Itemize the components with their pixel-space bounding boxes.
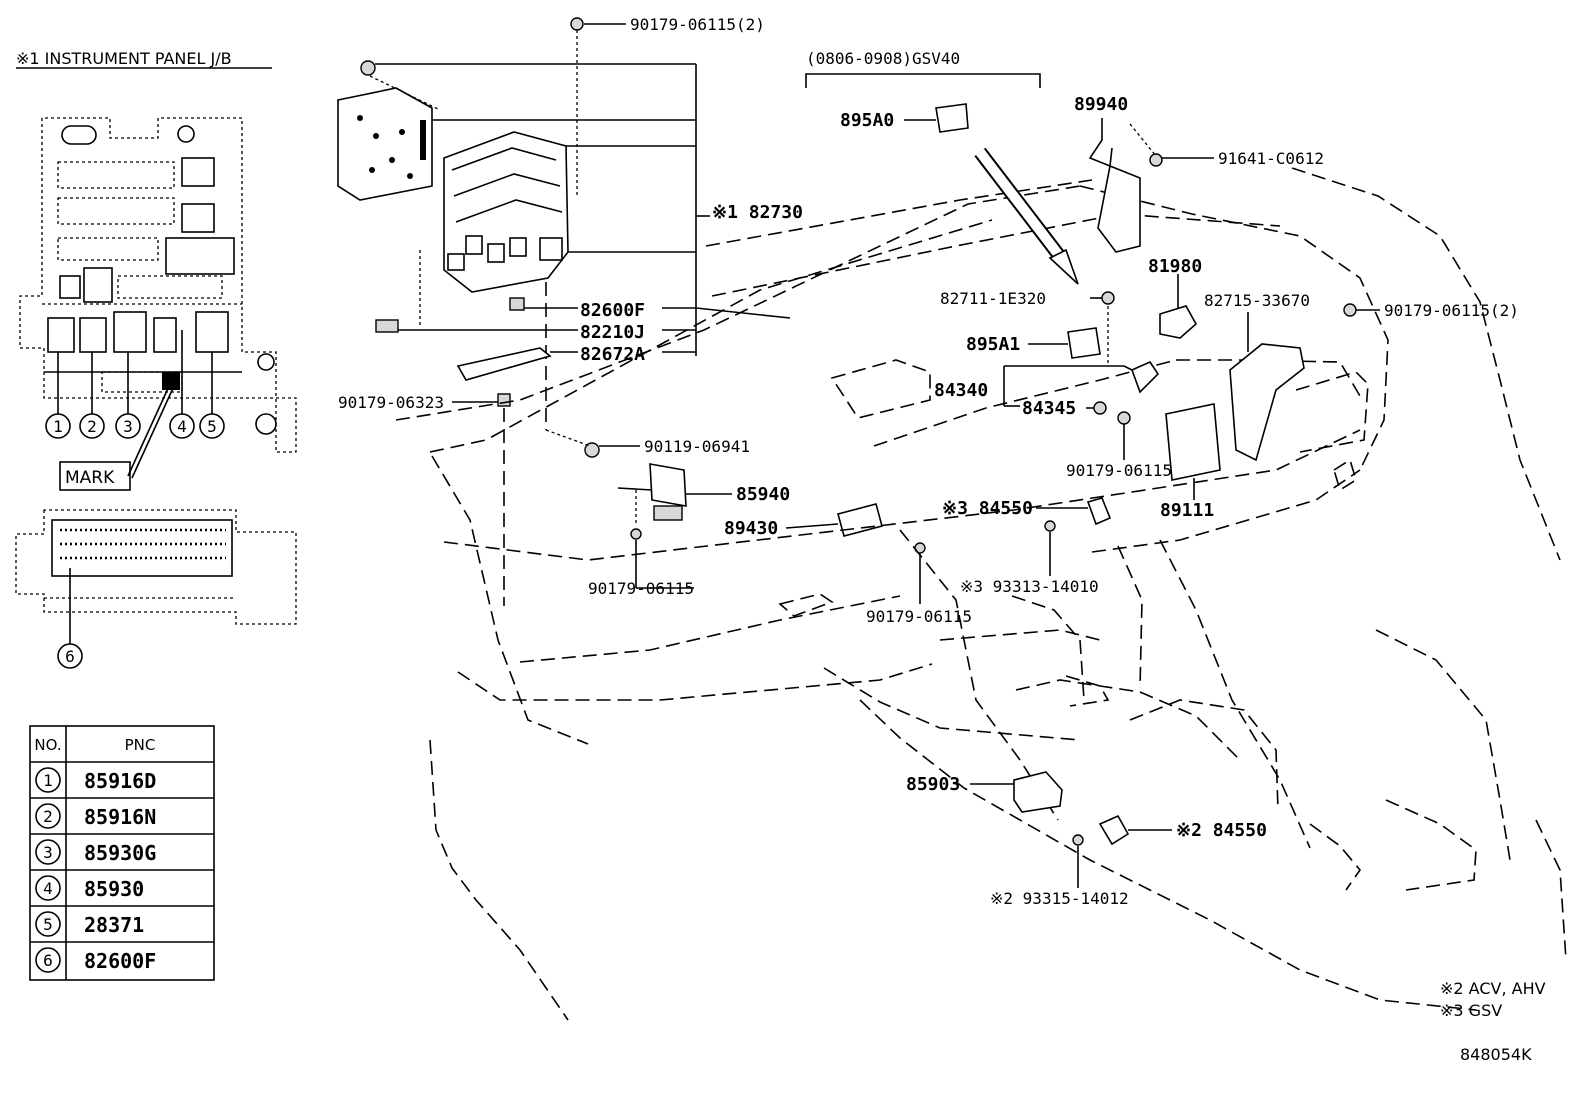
jb-exploded-view [337, 17, 926, 606]
part-label: 90179-06115(2) [630, 15, 765, 34]
part-label: ※3 84550 [942, 498, 1033, 519]
table-row-pnc: 28371 [84, 913, 144, 937]
junction-block-detail: ※1 INSTRUMENT PANEL J/B 1 [15, 49, 297, 669]
table-row-no: 4 [43, 879, 53, 898]
table-header-no: NO. [34, 736, 61, 754]
jb-callout-4: 4 [177, 417, 187, 436]
part-label: ※3 93313-14010 [960, 577, 1099, 596]
table-row-pnc: 85916N [84, 805, 156, 829]
part-label: 89111 [1160, 500, 1214, 521]
table-row-no: 3 [43, 843, 53, 862]
diagram-code: 848054K [1460, 1045, 1532, 1064]
table-row-pnc: 85916D [84, 769, 156, 793]
part-label: 90179-06115 [866, 607, 972, 626]
footnote: ※2 ACV, AHV [1440, 979, 1546, 998]
part-label: 82600F [580, 300, 645, 321]
part-label: ※1 82730 [712, 202, 803, 223]
jb-callout-5: 5 [207, 417, 217, 436]
jb-callout-6: 6 [65, 647, 75, 666]
table-header-pnc: PNC [125, 736, 156, 754]
footnotes: ※2 ACV, AHV ※3 GSV 848054K [1440, 979, 1546, 1064]
jb-callout-2: 2 [87, 417, 97, 436]
part-label: ※2 84550 [1176, 820, 1267, 841]
part-label: ※2 93315-14012 [990, 889, 1129, 908]
table-row-pnc: 82600F [84, 949, 156, 973]
part-label: 84345 [1022, 398, 1076, 419]
part-label: 89940 [1074, 94, 1128, 115]
part-label: 82672A [580, 344, 645, 365]
part-label: 91641-C0612 [1218, 149, 1324, 168]
part-label: 89430 [724, 518, 778, 539]
part-label: 85903 [906, 774, 960, 795]
footnote: ※3 GSV [1440, 1001, 1502, 1020]
table-row-no: 6 [43, 951, 53, 970]
jb-title: ※1 INSTRUMENT PANEL J/B [16, 49, 232, 68]
part-label: 895A0 [840, 110, 894, 131]
part-label: 90179-06115 [588, 579, 694, 598]
part-labels: 90179-06115(2) ※1 82730 82600F 82210J 82… [338, 15, 1519, 908]
part-label: 895A1 [966, 334, 1020, 355]
table-row-no: 5 [43, 915, 53, 934]
table-row-pnc: 85930 [84, 877, 144, 901]
pnc-table: NO. PNC 1 85916D 2 85916N 3 85930G 4 859… [29, 725, 215, 981]
mark-label: MARK [65, 468, 115, 488]
part-label: 90179-06115(2) [1384, 301, 1519, 320]
part-label: 84340 [934, 380, 988, 401]
jb-callout-3: 3 [123, 417, 133, 436]
part-label: 85940 [736, 484, 790, 505]
part-label: 90179-06115 [1066, 461, 1172, 480]
part-label: 82711-1E320 [940, 289, 1046, 308]
part-label: 82715-33670 [1204, 291, 1310, 310]
table-row-pnc: 85930G [84, 841, 156, 865]
part-label: 82210J [580, 322, 645, 343]
cabin-parts: (0806-0908)GSV40 [805, 49, 1380, 888]
range-label: (0806-0908)GSV40 [806, 49, 960, 68]
table-row-no: 1 [43, 771, 53, 790]
part-label: 81980 [1148, 256, 1202, 277]
part-label: 90119-06941 [644, 437, 750, 456]
jb-callout-1: 1 [53, 417, 63, 436]
table-row-no: 2 [43, 807, 53, 826]
part-label: 90179-06323 [338, 393, 444, 412]
